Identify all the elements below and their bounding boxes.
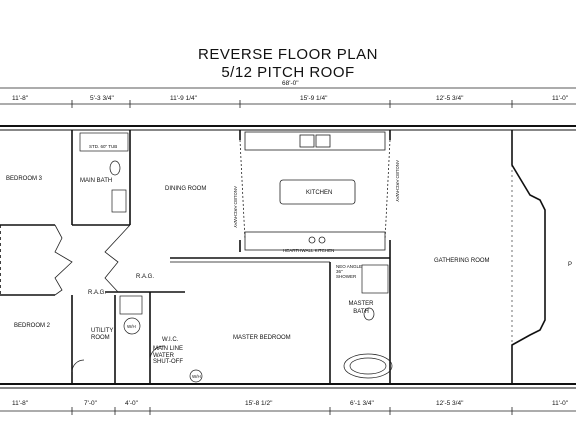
top-dim-5: 12'-5 3/4" (436, 95, 464, 102)
kitchen-label: KITCHEN (306, 190, 333, 196)
top-dim-6: 11'-0" (552, 95, 569, 102)
bottom-dim-1: 11'-8" (12, 400, 29, 407)
rag-label-2: R.A.G. (88, 290, 107, 296)
bottom-dim-4: 15'-8 1/2" (245, 400, 273, 407)
plan-subtitle: 5/12 PITCH ROOF (221, 64, 355, 81)
exterior-walls (0, 125, 576, 389)
hall-angles (54, 224, 165, 373)
top-dim-4: 15'-9 1/4" (300, 95, 328, 102)
utility-room-label: UTILITY ROOM (91, 328, 114, 341)
angled-archway-right-label: ANGLED ARCHWAY (395, 160, 400, 203)
plan-title: REVERSE FLOOR PLAN (198, 46, 378, 63)
water-heater-wic-label: W/H (192, 374, 201, 379)
bedroom-3-label: BEDROOM 3 (6, 176, 43, 182)
angled-archway-left-label: ANGLED ARCHWAY (233, 186, 238, 229)
std-tub-label: STD. 60" TUB (89, 144, 118, 149)
bedroom-2-label: BEDROOM 2 (14, 323, 51, 329)
kitchen-counters (244, 131, 386, 251)
water-heater-utility-label: W/H (127, 324, 136, 329)
interior-walls (0, 130, 546, 384)
top-dim-3: 11'-9 1/4" (170, 95, 197, 102)
bottom-dimension-line (0, 407, 576, 415)
hearthwall-kitchen-label: HEARTHWALL KITCHEN (283, 248, 335, 253)
overall-dimension: 68'-0" (282, 80, 299, 87)
archways (239, 139, 391, 241)
top-dim-2: 5'-3 3/4" (90, 95, 114, 102)
top-dimension-line (0, 100, 576, 108)
main-bath-label: MAIN BATH (80, 178, 113, 184)
main-line-water-shutoff-label: MAIN LINE WATER SHUT-OFF (153, 346, 184, 365)
bath-fixtures (79, 132, 393, 383)
bottom-dim-5: 6'-1 3/4" (350, 400, 374, 407)
master-bath-label: MASTER BATH (348, 301, 374, 315)
bottom-dim-6: 12'-5 3/4" (436, 400, 464, 407)
bottom-dim-3: 4'-0" (125, 400, 138, 407)
wic-label: W.I.C. (162, 337, 179, 343)
dining-room-label: DINING ROOM (165, 186, 207, 192)
right-edge-label: P (568, 262, 573, 268)
gathering-room-label: GATHERING ROOM (434, 258, 490, 264)
bottom-dim-2: 7'-0" (84, 400, 97, 407)
top-dim-1: 11'-8" (12, 95, 29, 102)
neo-angle-shower-label: NEO ANGLE 36" SHOWER (336, 264, 363, 279)
bottom-dim-7: 11'-0" (552, 400, 569, 407)
master-bedroom-label: MASTER BEDROOM (233, 335, 291, 341)
rag-label-1: R.A.G. (136, 274, 155, 280)
